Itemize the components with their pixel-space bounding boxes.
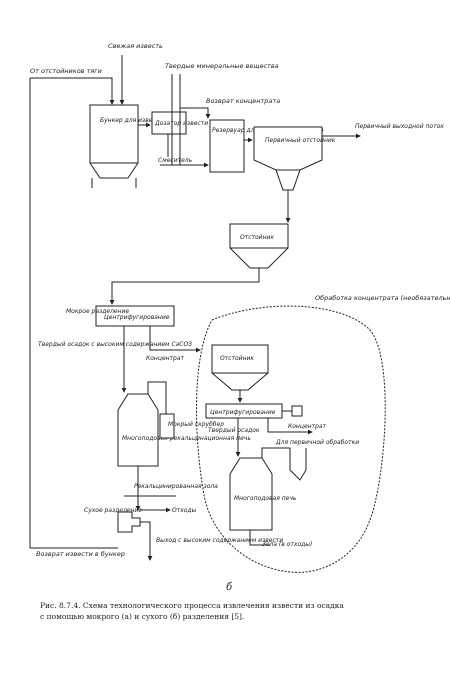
thickener-1	[229, 223, 289, 249]
thickener-1-cone	[229, 247, 289, 269]
from-settling-line	[30, 77, 115, 105]
label-concentrate-treatment: Обработка концентрата (необязательно)	[315, 294, 450, 302]
concentrate-treatment-region	[196, 305, 386, 573]
label-primary-settler: Первичный отстойник	[265, 137, 336, 144]
concentrate-line-1	[149, 326, 201, 353]
label-wet-separation: Мокрое разделение	[66, 308, 129, 315]
centrifuge-2-motor	[291, 405, 303, 417]
furnace-2-cyclone	[261, 447, 307, 481]
output-high-line	[140, 521, 153, 561]
label-solid-sediment-2: Твердый осадок	[208, 427, 260, 434]
label-wet-scrubber: Мокрый скруббер	[168, 421, 224, 428]
label-solid-sediment: Твердый осадок с высоким содержанием CaC…	[38, 341, 192, 348]
figure-letter: б	[226, 582, 233, 593]
settler-cone	[275, 169, 301, 191]
label-from-settling: От отстойников тяги	[30, 67, 102, 75]
label-return-lime: Возврат извести в бункер	[36, 550, 125, 558]
bunker-legs	[91, 178, 137, 188]
thickener-to-centrifuge	[109, 268, 260, 305]
bunker	[89, 104, 139, 164]
label-concentrate-2: Концентрат	[288, 423, 327, 430]
label-mixer: Смеситель	[158, 157, 193, 164]
label-dosing: Дозатор извести	[154, 120, 208, 127]
primary-settler	[253, 126, 323, 171]
label-primary-out: Первичный выходной поток	[355, 123, 444, 130]
dry-separator	[117, 511, 141, 533]
thickener-2	[211, 344, 269, 374]
caption-line-2: с помощью мокрого (а) и сухого (б) разде…	[40, 612, 244, 621]
mixing-tank	[209, 119, 245, 173]
concentrate-2-line	[267, 418, 313, 435]
multihearth-furnace	[229, 457, 273, 531]
centrifuge-1	[95, 305, 175, 327]
ash-out-line	[249, 530, 270, 546]
recalcination-furnace	[117, 393, 159, 467]
label-fresh-lime: Свежая известь	[108, 42, 163, 50]
label-ash-out: Зола (в отходы)	[262, 541, 312, 548]
furnace-to-scrubber	[147, 381, 167, 414]
label-dry-separation: Сухое разделение	[84, 507, 142, 514]
caption-line-1: Рис. 8.7.4. Схема технологического проце…	[40, 601, 344, 610]
bunker-hopper	[89, 162, 139, 179]
dosing-unit	[151, 111, 187, 135]
return-concentrate-line	[180, 107, 211, 119]
label-centrifuge-1: Центрифугирование	[104, 314, 170, 321]
label-bunker: Бункер для извести	[100, 117, 163, 124]
label-return-concentrate: Возврат концентрата	[206, 97, 280, 105]
label-waste: Отходы	[172, 507, 197, 514]
wet-scrubber	[159, 413, 175, 439]
label-to-primary: Для первичной обработки	[275, 439, 359, 446]
label-centrifuge-2: Центрифугирование	[210, 409, 276, 416]
label-output-high: Выход с высоким содержанием извести	[156, 537, 283, 544]
label-concentrate: Концентрат	[146, 355, 185, 362]
label-solid-fuel: Твердые минеральные вещества	[165, 62, 279, 70]
label-thickener-1: Отстойник	[240, 234, 274, 241]
label-furnace-2: Многоподовая печь	[234, 495, 297, 502]
label-recalc-lime: Рекальцинированная зола	[134, 483, 218, 490]
thickener-2-cone	[211, 372, 269, 391]
label-thickener-2: Отстойник	[220, 355, 254, 362]
label-recalc-furnace: Многоподовая рекальцинационная печь	[122, 435, 251, 442]
